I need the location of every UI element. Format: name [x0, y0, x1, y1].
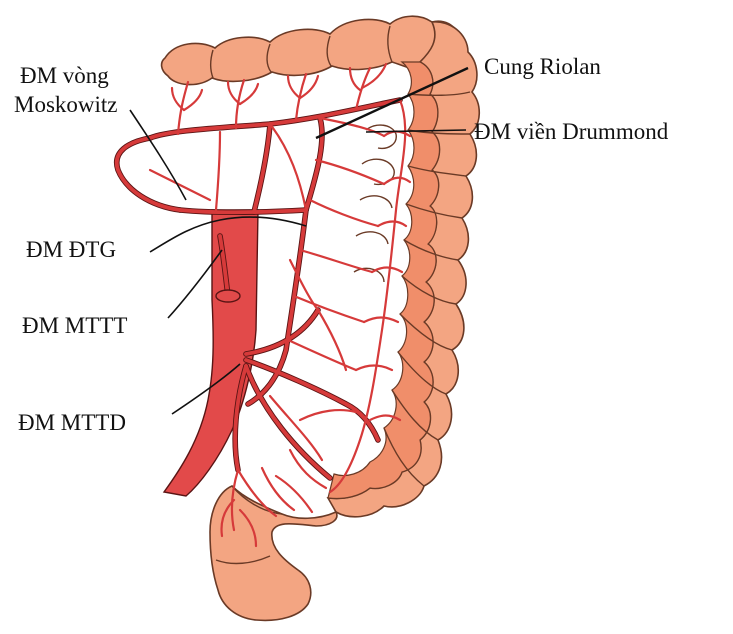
- ima-stump: [216, 290, 240, 302]
- label-cung-riolan: Cung Riolan: [484, 54, 601, 79]
- colon: [162, 16, 480, 620]
- label-dm-dtg: ĐM ĐTG: [26, 237, 116, 262]
- label-dm-vien-drummond: ĐM viền Drummond: [474, 119, 669, 144]
- label-dm-mttd: ĐM MTTD: [18, 410, 126, 435]
- label-dm-vong-line2: Moskowitz: [14, 92, 118, 117]
- label-dm-mttt: ĐM MTTT: [22, 313, 127, 338]
- label-dm-vong-line1: ĐM vòng: [20, 63, 109, 88]
